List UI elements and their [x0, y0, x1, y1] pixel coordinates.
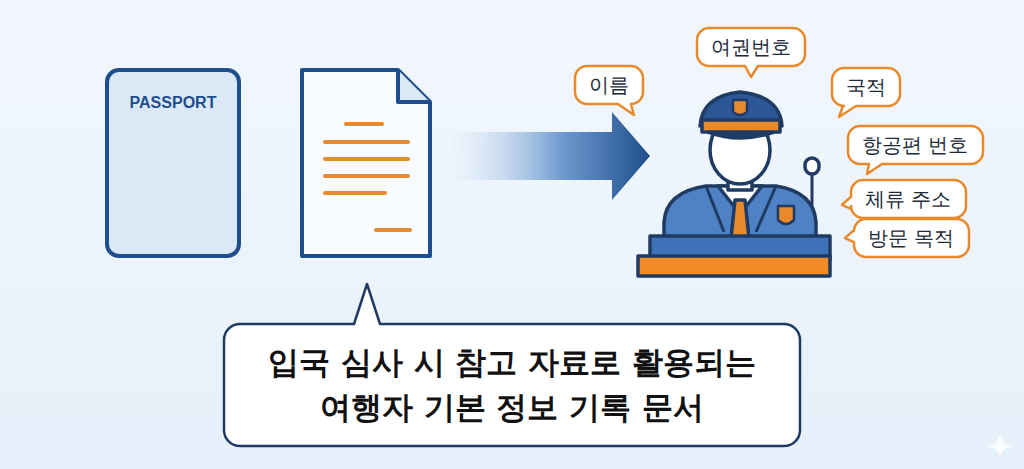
keyword-bubble: 여권번호 — [697, 28, 805, 66]
watermark-sparkle — [988, 434, 1012, 458]
flow-arrow — [452, 112, 650, 200]
field-label: 체류 주소 — [865, 187, 952, 211]
passport-cover: PASSPORT — [105, 68, 241, 258]
cover-title: PASSPORT — [105, 94, 241, 112]
keyword-bubble: 이름 — [575, 66, 643, 104]
field-label: 여권번호 — [711, 35, 791, 59]
keyword-bubble: 항공편 번호 — [848, 126, 983, 164]
document-icon — [302, 70, 430, 256]
officer-figure — [638, 92, 830, 276]
field-label: 항공편 번호 — [862, 133, 969, 157]
node-outline — [224, 324, 800, 446]
caption-callout: 입국 심사 시 참고 자료로 활용되는 여행자 기본 정보 기록 문서 — [224, 324, 800, 446]
field-label: 국적 — [846, 75, 886, 99]
field-label: 방문 목적 — [868, 226, 955, 250]
caption-text: 입국 심사 시 참고 자료로 활용되는 여행자 기본 정보 기록 문서 — [252, 340, 772, 430]
keyword-bubble: 체류 주소 — [851, 180, 966, 218]
keyword-bubble: 국적 — [832, 68, 900, 106]
keyword-bubble: 방문 목적 — [854, 219, 969, 257]
field-label: 이름 — [589, 73, 629, 97]
